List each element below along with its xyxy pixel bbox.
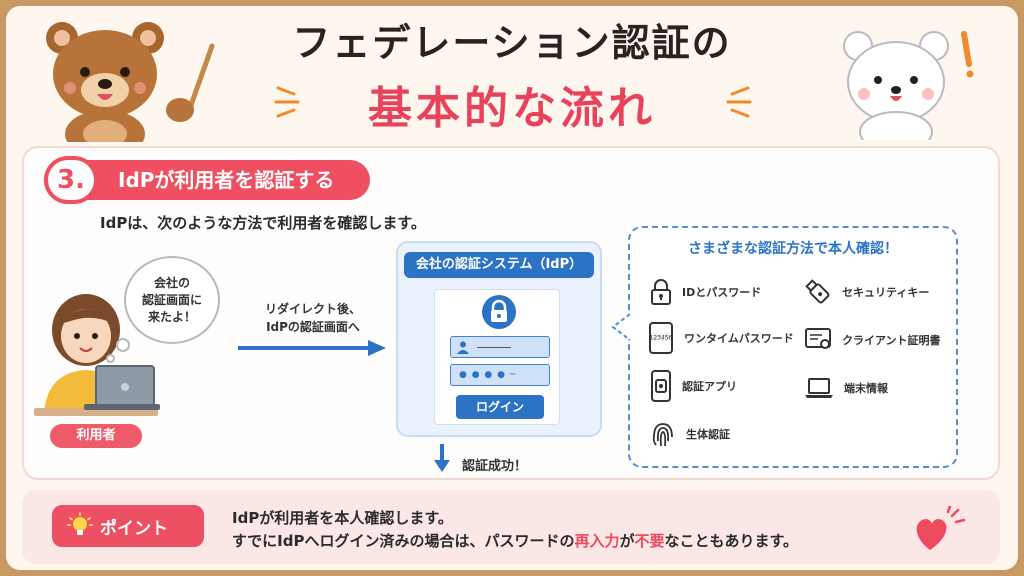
point-line-2-text: が [619, 532, 635, 550]
methods-title: さまざまな認証方法で本人確認！ [688, 241, 898, 257]
auth-methods-box [628, 226, 958, 468]
point-text: IdPが利用者を本人確認します。 すでにIdPへログイン済みの場合は、パスワード… [232, 507, 798, 553]
auth-success-text: 認証成功！ [462, 459, 528, 474]
bubble-dot [106, 354, 115, 363]
point-line-2: すでにIdPへログイン済みの場合は、パスワードの再入力が不要なこともあります。 [232, 530, 798, 553]
title-line-2: 基本的な流れ [368, 83, 656, 134]
point-line-2-text: なこともあります。 [664, 532, 799, 550]
bubble-line: 会社の [153, 275, 190, 290]
otp-code: 123456 [650, 335, 673, 342]
phone-otp-icon: 123456 [649, 322, 673, 354]
step-header: 3. IdPが利用者を認証する [44, 156, 370, 204]
method-label: 認証アプリ [682, 380, 737, 393]
bubble-line: 認証画面に [141, 292, 202, 307]
user-icon [457, 341, 469, 354]
fingerprint-icon [652, 423, 673, 447]
white-bear-illustration [843, 31, 974, 140]
login-button[interactable]: ログイン [456, 395, 544, 419]
point-line-1: IdPが利用者を本人確認します。 [232, 509, 453, 527]
method-label: 端末情報 [844, 382, 888, 395]
username-field[interactable] [450, 336, 550, 358]
certificate-icon [805, 328, 831, 349]
redirect-arrow-icon [238, 340, 386, 356]
phone-app-icon [651, 370, 671, 402]
method-auth-app: 認証アプリ [650, 370, 737, 402]
method-label: クライアント証明書 [842, 334, 941, 347]
highlight-reentry: 再入力 [574, 532, 620, 550]
bubble-dot [116, 338, 130, 352]
method-client-cert: クライアント証明書 [804, 325, 941, 355]
idp-title: 会社の認証システム（IdP） [404, 252, 594, 278]
method-biometric: 生体認証 [650, 419, 730, 449]
user-illustration [34, 294, 160, 416]
methods-pointer [611, 313, 631, 341]
method-id-password: IDとパスワード [650, 277, 761, 307]
title-line-1: フェデレーション認証の [292, 21, 732, 65]
user-tag: 利用者 [50, 424, 142, 448]
heart-icon [916, 506, 966, 550]
redirect-line: リダイレクト後、 [264, 302, 361, 316]
method-label: ワンタイムパスワード [684, 332, 794, 345]
point-line-2-text: すでにIdPへログイン済みの場合は、パスワードの [232, 532, 575, 550]
highlight-unneeded: 不要 [634, 532, 665, 550]
thought-bubble: 会社の 認証画面に 来たよ！ [124, 256, 220, 344]
redirect-line: IdPの認証画面へ [266, 320, 360, 334]
password-field[interactable]: ● ● ● ● ─ [450, 364, 550, 386]
laptop-icon [805, 378, 833, 398]
padlock-icon [482, 295, 516, 329]
bear-illustration [46, 22, 215, 142]
method-security-key: セキュリティキー [804, 277, 929, 307]
down-arrow-icon [434, 444, 450, 472]
usb-key-icon [805, 279, 830, 304]
method-label: 生体認証 [686, 428, 730, 441]
method-otp: 123456 ワンタイムパスワード [648, 322, 794, 354]
intro-text: IdPは、次のような方法で利用者を確認します。 [100, 214, 426, 232]
bubble-line: 来たよ！ [147, 309, 196, 324]
method-device-info: 端末情報 [804, 373, 888, 403]
lightbulb-icon [67, 512, 93, 535]
point-tag: ポイント [52, 505, 204, 547]
username-placeholder-line [477, 347, 511, 348]
step-number: 3. [44, 156, 98, 204]
sparkle-right-icon [726, 86, 752, 118]
padlock-icon [651, 279, 671, 305]
method-label: IDとパスワード [682, 286, 762, 299]
step-label: IdPが利用者を認証する [118, 168, 335, 192]
sparkle-left-icon [274, 86, 300, 118]
password-mask: ● ● ● ● ─ [459, 370, 517, 380]
point-tag-label: ポイント [100, 518, 168, 539]
method-label: セキュリティキー [842, 286, 930, 299]
redirect-caption: リダイレクト後、 IdPの認証画面へ [238, 300, 388, 336]
